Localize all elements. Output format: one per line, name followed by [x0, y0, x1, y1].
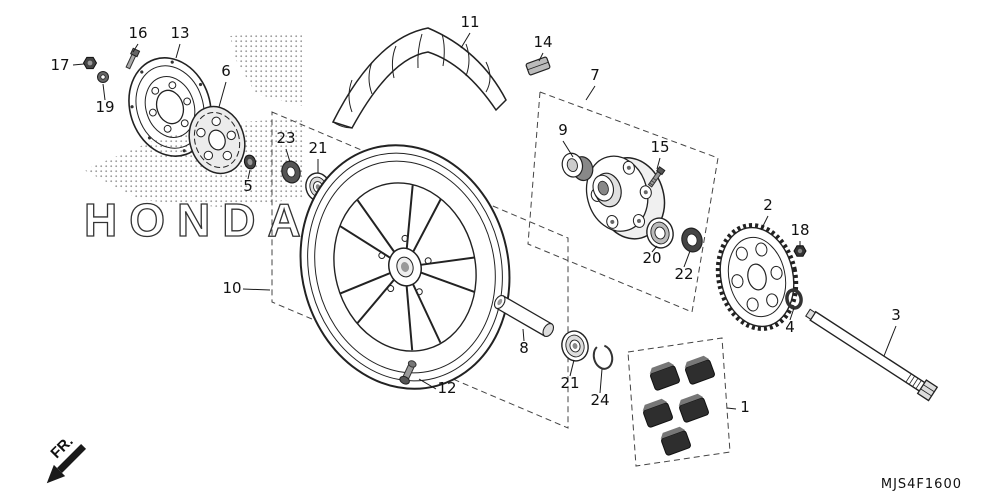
callout-leader-16	[132, 43, 139, 53]
diagram-code: MJS4F1600	[881, 477, 962, 492]
callout-20: 20	[642, 249, 661, 267]
sprocket-nut	[793, 245, 807, 257]
callout-layer: 17 16 13 19 6 5 23 21 11 14 7 9 15 2 18 20 22 10 8 12 21 24 4 3…	[50, 13, 900, 416]
callout-leader-11	[460, 32, 471, 49]
callout-leader-21-right	[569, 359, 575, 377]
axle-nut	[82, 56, 98, 70]
callout-leader-7	[585, 85, 596, 101]
callout-22: 22	[674, 265, 693, 283]
hub-assembly	[585, 155, 666, 240]
rear-sprocket	[715, 223, 799, 331]
callout-leader-20	[651, 245, 658, 253]
wheel-weight	[525, 56, 551, 76]
o-ring	[785, 288, 803, 310]
snap-ring	[592, 344, 614, 370]
stud-bolt	[647, 166, 666, 188]
callout-19: 19	[95, 98, 114, 116]
callout-leader-8	[522, 328, 525, 342]
callout-21-right: 21	[560, 374, 579, 392]
callout-leader-13	[175, 43, 181, 59]
dust-seal	[281, 160, 301, 184]
small-nut	[243, 154, 257, 170]
callout-5: 5	[243, 177, 253, 195]
callout-leader-10	[242, 288, 271, 291]
damper-rubber-set	[642, 355, 715, 456]
callout-12: 12	[437, 379, 456, 397]
honda-wing-watermark	[84, 32, 305, 208]
rear-wheel	[299, 144, 511, 390]
callout-17: 17	[50, 56, 69, 74]
damper-set-box	[627, 337, 731, 467]
callout-4: 4	[785, 318, 795, 336]
brake-disc	[128, 57, 212, 157]
rear-axle	[805, 308, 939, 402]
callout-leader-14	[538, 52, 544, 62]
hub-bearing	[646, 217, 674, 249]
callout-leader-1	[726, 407, 737, 410]
callout-leader-12	[418, 378, 437, 390]
disc-bolt	[125, 47, 141, 70]
callout-1: 1	[740, 398, 750, 416]
callout-9: 9	[558, 121, 568, 139]
callout-14: 14	[533, 33, 552, 51]
callout-10: 10	[222, 279, 241, 297]
callout-leader-4	[789, 307, 795, 321]
callout-15: 15	[650, 138, 669, 156]
callout-leader-6	[218, 81, 227, 108]
callout-leader-19	[102, 83, 106, 101]
callout-3: 3	[891, 306, 901, 324]
hub-assembly-box	[527, 91, 719, 313]
side-collar	[561, 152, 594, 182]
wheel-bearing-right	[561, 330, 589, 362]
callout-2: 2	[763, 196, 773, 214]
callout-6: 6	[221, 62, 231, 80]
tire	[331, 27, 507, 129]
axle-collar	[493, 294, 555, 338]
callout-18: 18	[790, 221, 809, 239]
fr-arrow-icon	[46, 464, 66, 484]
callout-11: 11	[460, 13, 479, 31]
callout-24: 24	[590, 391, 609, 409]
callout-7: 7	[590, 66, 600, 84]
callout-leader-17	[72, 63, 85, 66]
callout-leader-22	[683, 250, 691, 268]
callout-leader-9	[562, 140, 574, 158]
damper-retainer-plate	[188, 105, 246, 175]
valve-stem	[399, 360, 417, 385]
fr-direction: FR.	[46, 433, 87, 484]
washer	[97, 71, 109, 83]
hub-seal	[681, 227, 703, 253]
callout-leader-5	[247, 169, 251, 180]
honda-watermark-text: HONDA	[84, 194, 313, 246]
callout-21-left: 21	[308, 139, 327, 157]
callout-leader-2	[760, 215, 769, 231]
callout-23: 23	[276, 129, 295, 147]
callout-leader-24	[599, 368, 603, 394]
callout-leader-3	[883, 325, 897, 357]
callout-16: 16	[128, 24, 147, 42]
callout-8: 8	[519, 339, 529, 357]
callout-13: 13	[170, 24, 189, 42]
callout-leader-23	[285, 148, 291, 163]
callout-leader-15	[656, 157, 661, 170]
